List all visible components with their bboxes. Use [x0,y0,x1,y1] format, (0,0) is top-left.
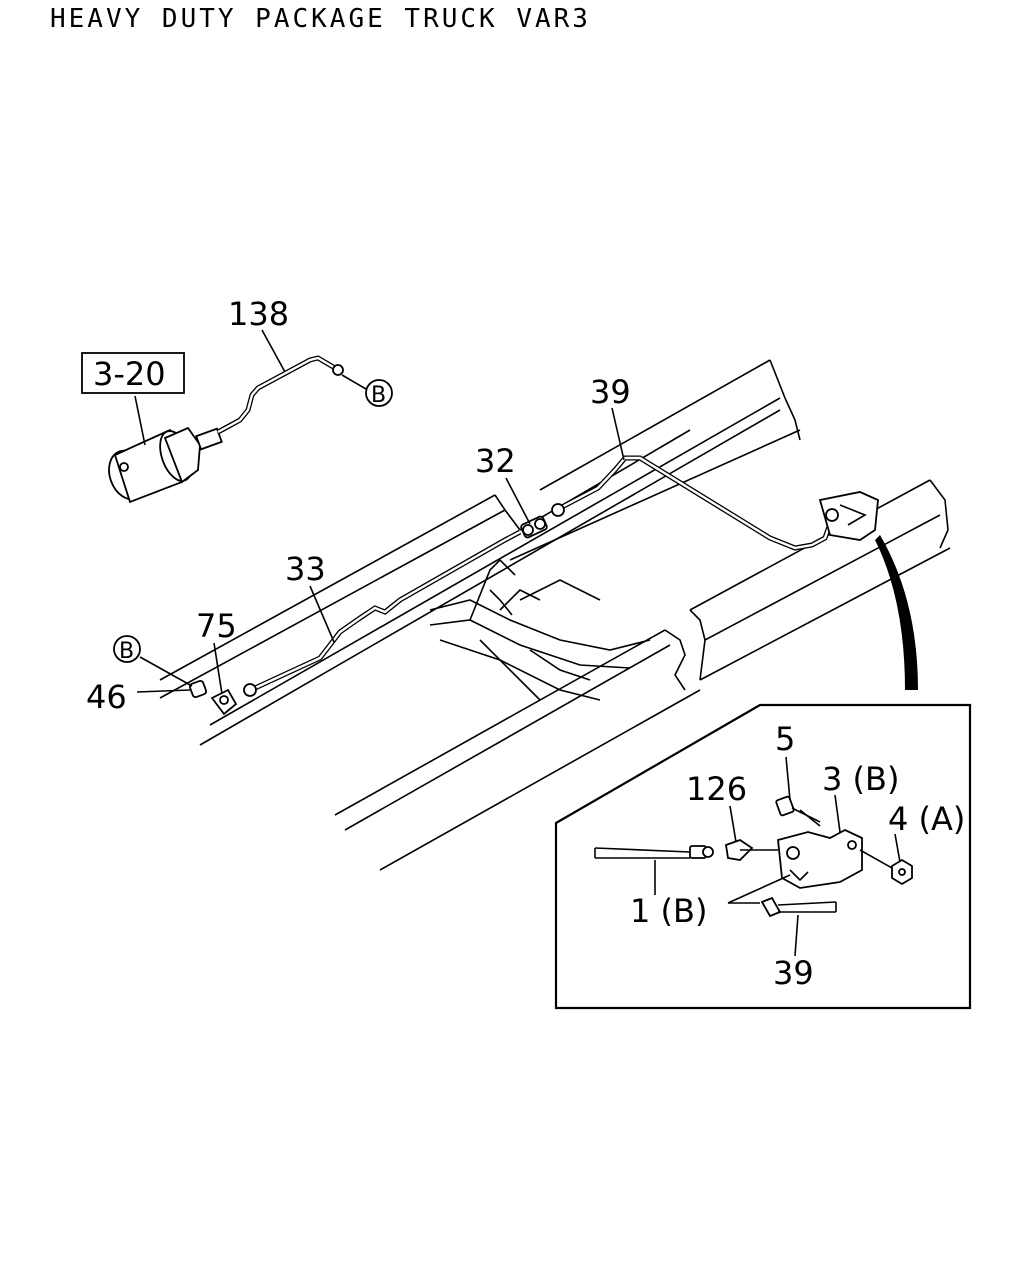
ref-box-3-20[interactable]: 3-20 [93,355,166,393]
union-32 [520,515,548,539]
detail-callout-3b[interactable]: 3 (B) [822,760,899,798]
circle-b-left [113,635,141,663]
brake-actuator [108,426,223,504]
cross-member [429,558,651,701]
detail-pointer-arrow [875,535,918,690]
pipe-138 [216,355,344,435]
fitting-75 [210,688,238,716]
callout-75[interactable]: 75 [196,607,237,645]
frame-rail-left [159,359,801,746]
bracket-assembly [818,491,879,541]
callout-33[interactable]: 33 [285,550,326,588]
callout-138[interactable]: 138 [228,295,289,333]
page-title: HEAVY DUTY PACKAGE TRUCK VAR3 [50,4,591,34]
callout-32[interactable]: 32 [475,442,516,480]
detail-callout-4a[interactable]: 4 (A) [888,800,965,838]
circle-b-top [365,379,393,407]
detail-callout-5[interactable]: 5 [775,720,795,758]
detail-callout-39[interactable]: 39 [773,954,814,992]
circle-b-top-label[interactable]: B [371,383,386,408]
callout-39[interactable]: 39 [590,373,631,411]
nut-46 [188,679,208,699]
circle-b-left-label[interactable]: B [119,639,134,664]
callout-46[interactable]: 46 [86,678,127,716]
pipe-33 [243,529,522,697]
leader-lines [134,329,625,695]
detail-inset [554,703,972,1010]
pipe-39 [551,455,835,551]
detail-callout-126[interactable]: 126 [686,770,747,808]
detail-callout-1b[interactable]: 1 (B) [630,892,707,930]
ref-box-frame [81,352,185,394]
